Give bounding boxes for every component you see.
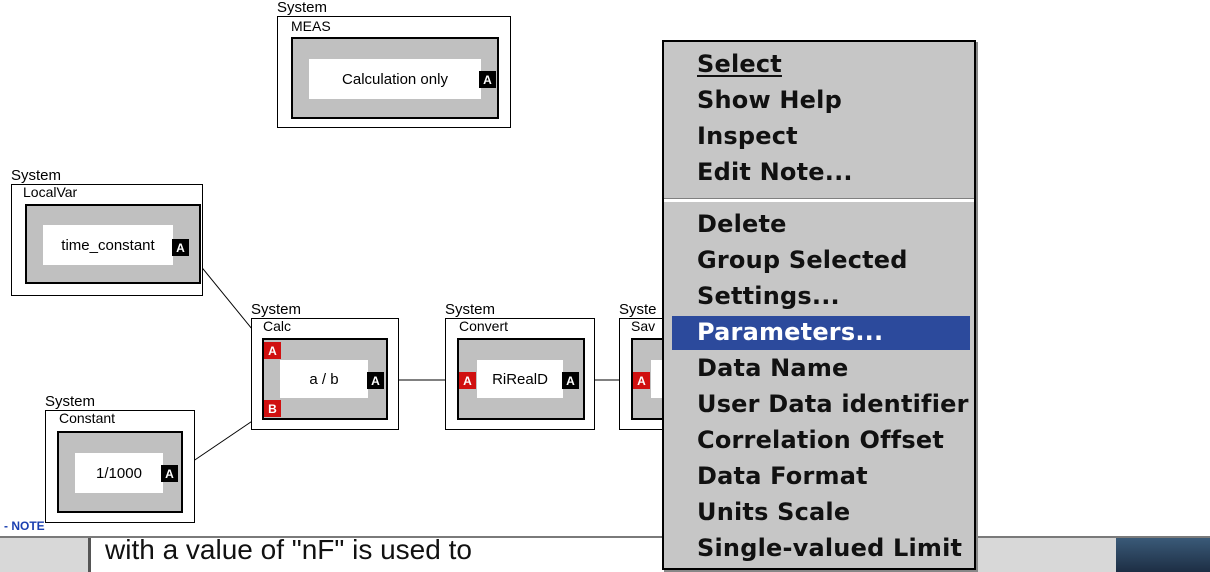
menu-item-settings[interactable]: Settings... xyxy=(697,282,840,310)
block-system-caption: System xyxy=(11,167,62,184)
block-type-caption: LocalVar xyxy=(23,184,78,200)
output-port[interactable]: A xyxy=(367,372,384,389)
menu-item-data-name[interactable]: Data Name xyxy=(697,354,849,382)
block-calc[interactable]: System Calc a / b A B A xyxy=(251,301,399,430)
input-port-b[interactable]: B xyxy=(264,400,281,417)
block-label: Calculation only xyxy=(309,59,481,99)
block-type-caption: Convert xyxy=(459,318,509,334)
block-body: 1/1000 A xyxy=(57,431,183,513)
document-window[interactable]: with a value of "nF" is used to xyxy=(88,538,666,572)
block-label: 1/1000 xyxy=(75,453,163,493)
block-convert[interactable]: System Convert RiRealD A A xyxy=(445,301,595,430)
menu-item-select[interactable]: Select xyxy=(697,50,782,78)
output-port[interactable]: A xyxy=(479,71,496,88)
menu-item-correlation-offset[interactable]: Correlation Offset xyxy=(697,426,945,454)
menu-item-units-scale[interactable]: Units Scale xyxy=(697,498,851,526)
input-port-a[interactable]: A xyxy=(264,342,281,359)
menu-item-data-format[interactable]: Data Format xyxy=(697,462,868,490)
block-label: time_constant xyxy=(43,225,173,265)
block-label: a / b xyxy=(280,360,368,398)
menu-item-user-data-identifier[interactable]: User Data identifier xyxy=(697,390,969,418)
menu-item-single-valued-limit[interactable]: Single-valued Limit xyxy=(697,534,963,562)
block-system-caption: System xyxy=(251,301,302,318)
menu-item-edit-note[interactable]: Edit Note... xyxy=(697,158,853,186)
note-label[interactable]: - NOTE xyxy=(4,519,45,533)
input-port[interactable]: A xyxy=(459,372,476,389)
block-meas[interactable]: System MEAS Calculation only A xyxy=(277,0,511,128)
block-body: RiRealD A A xyxy=(457,338,585,420)
block-type-caption: Calc xyxy=(263,318,292,334)
block-type-caption: Sav xyxy=(631,318,656,334)
diagram-canvas[interactable]: System MEAS Calculation only A System Lo… xyxy=(0,0,1210,536)
block-body: time_constant A xyxy=(25,204,201,284)
block-body: Calculation only A xyxy=(291,37,499,119)
block-type-caption: Constant xyxy=(59,410,116,426)
background-window-strip: with a value of "nF" is used to xyxy=(0,536,1210,572)
block-constant[interactable]: System Constant 1/1000 A xyxy=(45,393,195,523)
menu-item-inspect[interactable]: Inspect xyxy=(697,122,798,150)
block-type-caption: MEAS xyxy=(291,18,331,34)
input-port[interactable]: A xyxy=(633,372,650,389)
block-localvar[interactable]: System LocalVar time_constant A xyxy=(11,167,203,296)
block-label: RiRealD xyxy=(477,360,563,398)
block-system-caption: Syste xyxy=(619,301,657,318)
desktop-edge xyxy=(1116,538,1210,572)
block-system-caption: System xyxy=(277,0,328,16)
menu-item-delete[interactable]: Delete xyxy=(697,210,787,238)
output-port[interactable]: A xyxy=(161,465,178,482)
output-port[interactable]: A xyxy=(172,239,189,256)
block-system-caption: System xyxy=(445,301,496,318)
output-port[interactable]: A xyxy=(562,372,579,389)
menu-item-group-selected[interactable]: Group Selected xyxy=(697,246,908,274)
document-text: with a value of "nF" is used to xyxy=(105,538,472,565)
menu-item-parameters[interactable]: Parameters... xyxy=(672,316,970,350)
block-system-caption: System xyxy=(45,393,96,410)
block-body: a / b A B A xyxy=(262,338,388,420)
context-menu[interactable]: Select Show Help Inspect Edit Note... De… xyxy=(662,40,976,570)
menu-item-show-help[interactable]: Show Help xyxy=(697,86,842,114)
menu-separator xyxy=(664,198,974,202)
